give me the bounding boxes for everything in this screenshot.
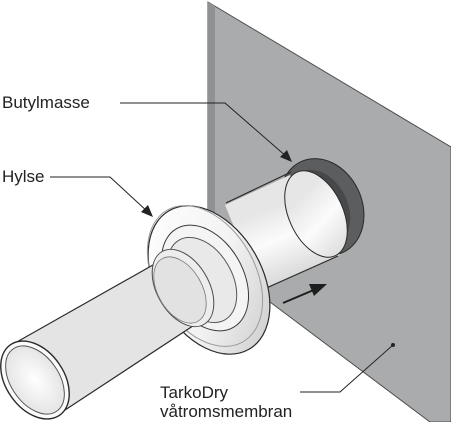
label-membran-line1: TarkoDry <box>160 383 229 402</box>
sleeve-tube-bottom-edge <box>261 255 339 291</box>
pipe-top-edge <box>7 260 161 348</box>
wall-shadow <box>208 2 215 268</box>
sleeve-wall-end <box>284 170 348 258</box>
pipe-bottom-edge <box>61 317 206 413</box>
leader-arrow-hylse <box>141 205 153 217</box>
pipe-open-end-inner <box>5 345 65 415</box>
label-membran: TarkoDry våtromsmembran <box>160 383 292 421</box>
label-membran-line2: våtromsmembran <box>160 402 293 421</box>
leader-line-membran <box>300 344 394 393</box>
pipe-collar-inner <box>153 256 207 324</box>
insertion-arrow-shaft <box>282 288 317 304</box>
leader-arrow-butylmasse <box>280 150 292 162</box>
insertion-arrow-head <box>309 284 327 296</box>
sleeve-tube-top-edge <box>225 171 292 204</box>
label-butylmasse: Butylmasse <box>2 93 90 112</box>
label-hylse: Hylse <box>2 167 45 186</box>
leader-line-hylse <box>50 176 149 213</box>
leader-dot-membran <box>391 343 395 347</box>
leader-line-butylmasse <box>120 102 288 158</box>
